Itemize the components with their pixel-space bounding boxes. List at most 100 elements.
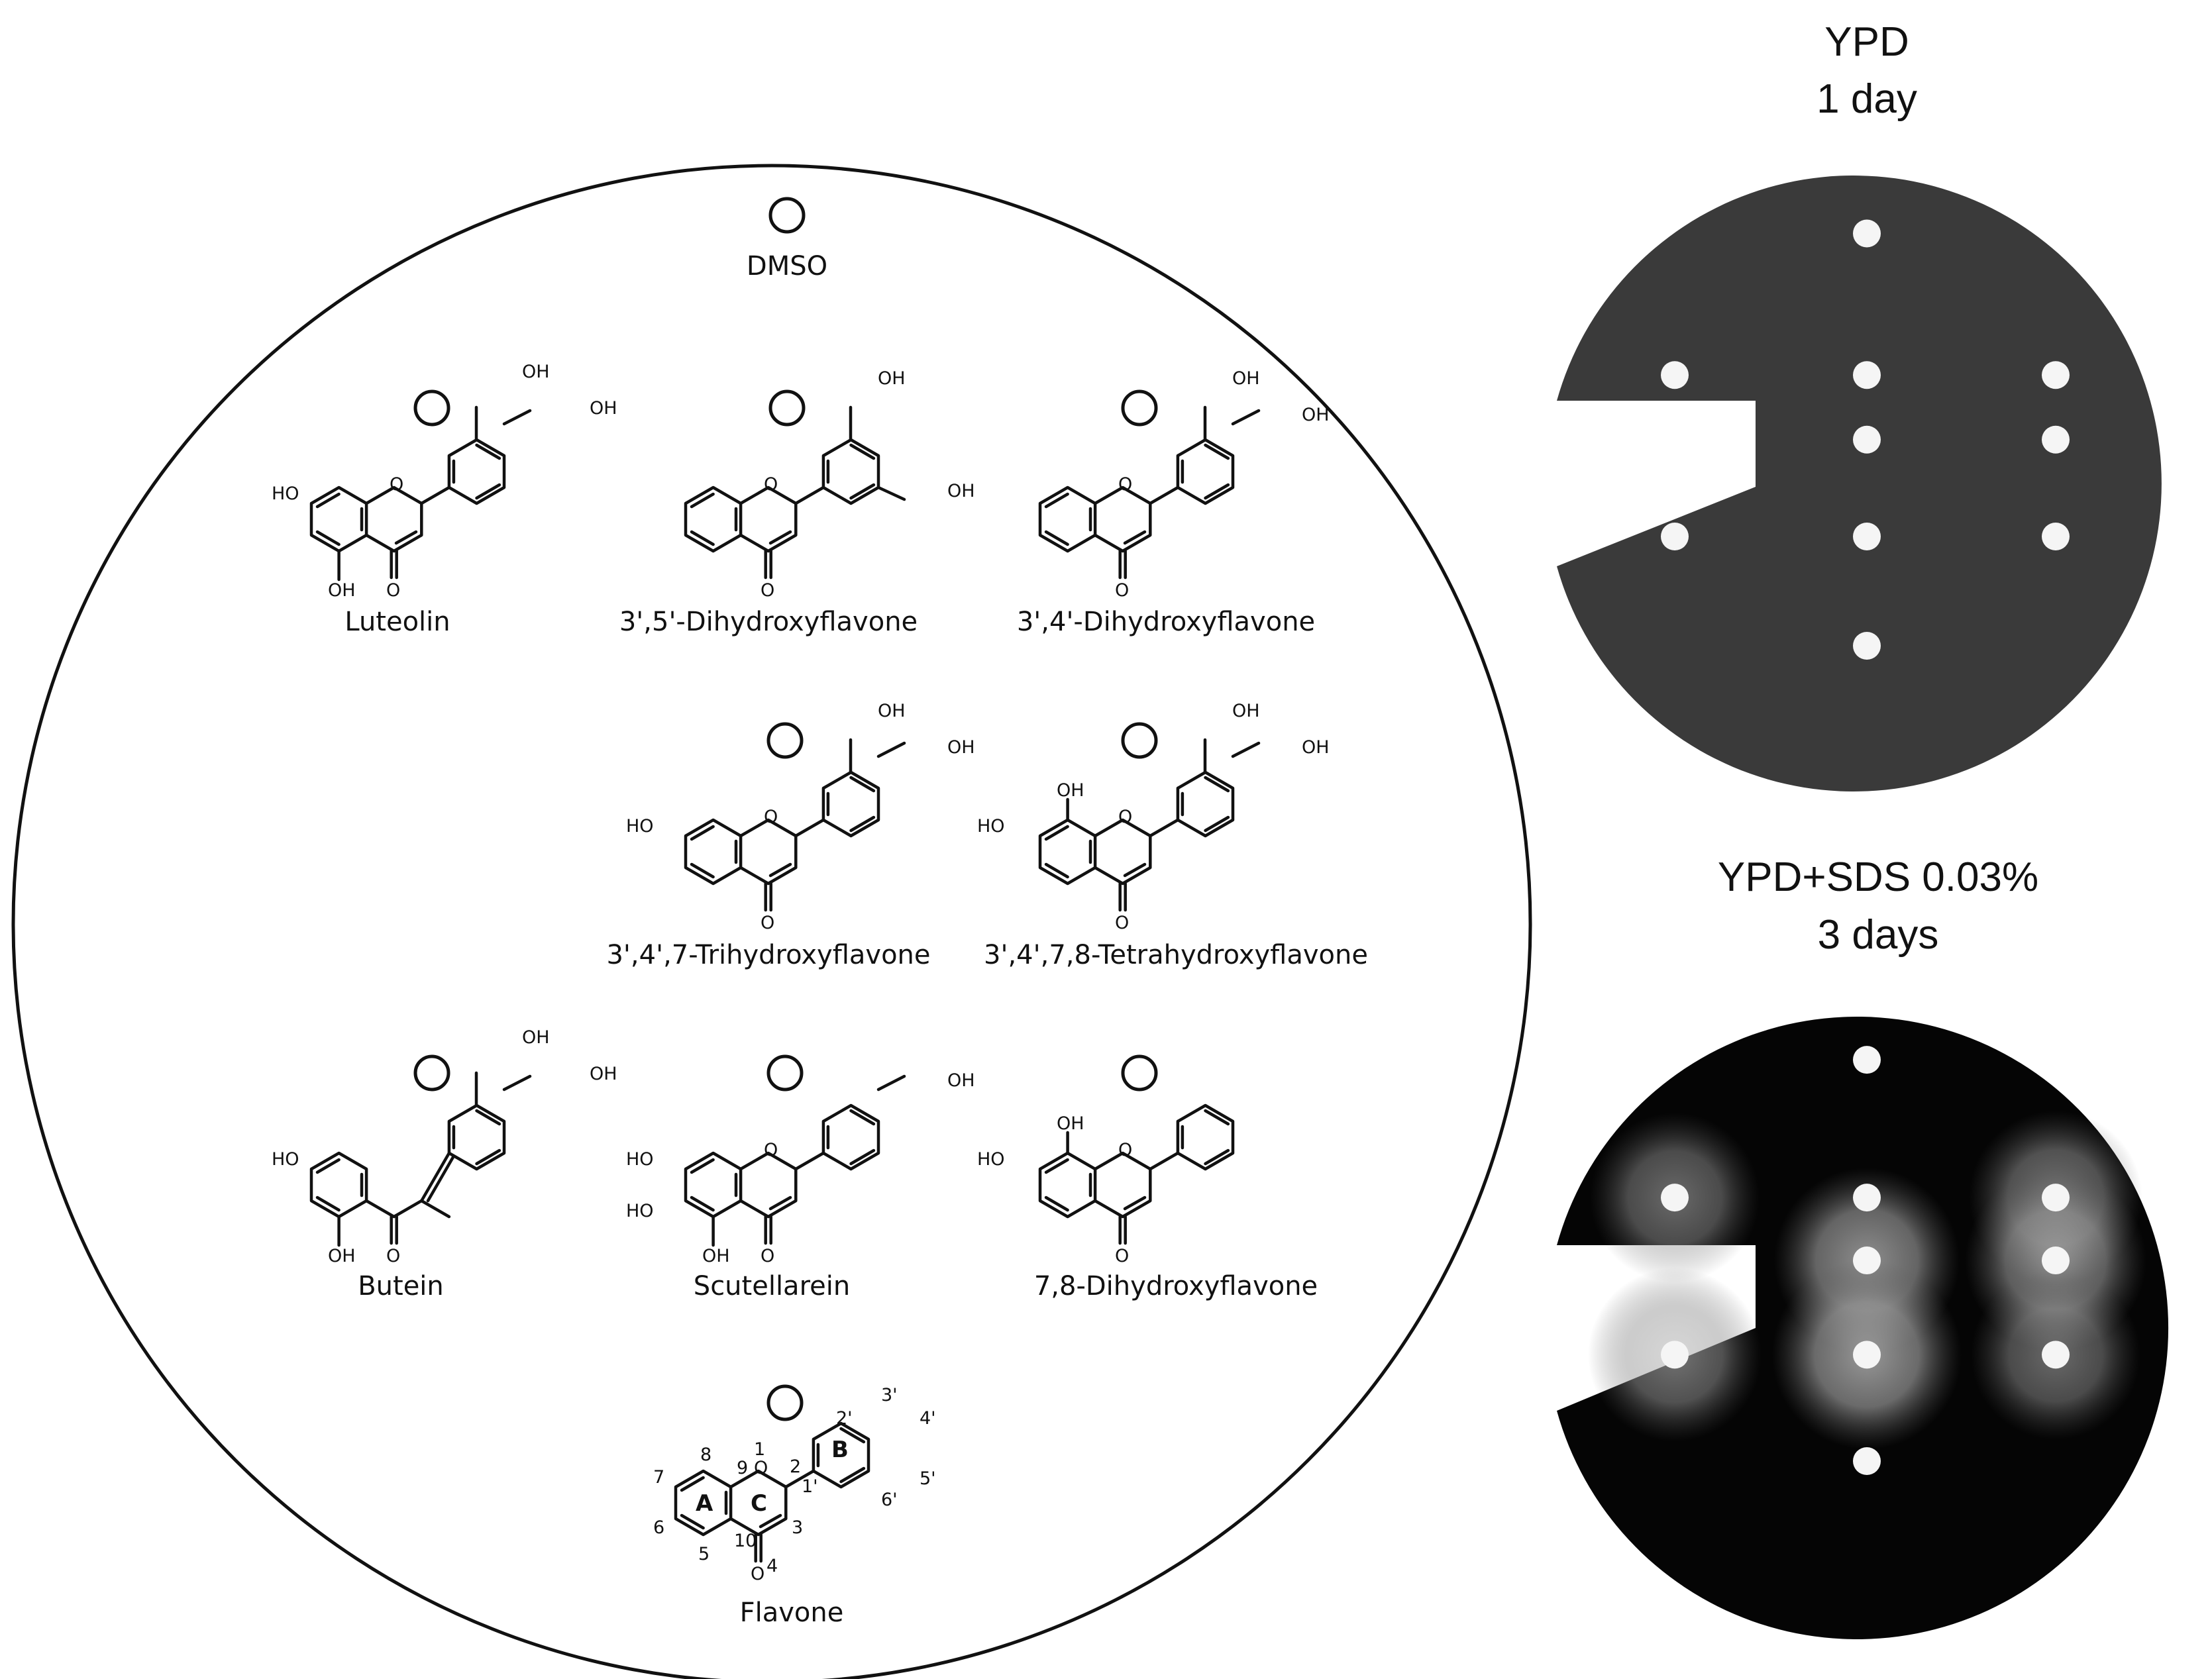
paper-disc	[1661, 1184, 1689, 1212]
svg-text:HO: HO	[626, 816, 654, 837]
svg-text:6: 6	[653, 1517, 664, 1538]
well-3478-tetrahydroxyflavone	[1121, 722, 1158, 759]
svg-text:O: O	[390, 474, 403, 495]
paper-disc	[2042, 1341, 2070, 1369]
svg-text:OH: OH	[702, 1246, 730, 1266]
svg-text:3: 3	[792, 1517, 803, 1538]
well-35-dihydroxyflavone	[768, 389, 806, 427]
svg-text:OH: OH	[328, 580, 356, 601]
paper-disc	[1853, 219, 1881, 248]
paper-disc	[1853, 1447, 1881, 1475]
paper-disc	[1853, 361, 1881, 389]
label-35-dihydroxyflavone: 3',5'-Dihydroxyflavone	[619, 607, 918, 637]
paper-disc	[1853, 1184, 1881, 1212]
well-butein	[413, 1054, 450, 1092]
plate-sds-3days	[1557, 1017, 2169, 1639]
svg-text:5: 5	[698, 1544, 710, 1564]
svg-text:2: 2	[790, 1456, 801, 1477]
svg-text:HO: HO	[272, 1149, 299, 1170]
label-butein: Butein	[358, 1271, 444, 1301]
compound-scutellarein: O HO HO OH O OH	[626, 1070, 975, 1266]
svg-text:3': 3'	[881, 1385, 898, 1405]
svg-text:8: 8	[700, 1445, 711, 1465]
paper-disc	[2042, 361, 2070, 389]
plate-ypd-1day	[1557, 176, 2162, 791]
svg-text:OH: OH	[1057, 780, 1084, 801]
compound-347-trihydroxyflavone: O HO O OH OH	[626, 701, 975, 933]
svg-text:7: 7	[653, 1467, 664, 1488]
paper-disc	[2042, 1247, 2070, 1275]
svg-text:O: O	[761, 580, 774, 601]
paper-disc	[2042, 425, 2070, 454]
svg-text:O: O	[751, 1564, 764, 1584]
ring-c-label: C	[751, 1490, 767, 1517]
svg-text:HO: HO	[626, 1149, 654, 1170]
label-scutellarein: Scutellarein	[694, 1271, 850, 1301]
paper-disc	[1853, 425, 1881, 454]
svg-text:OH: OH	[522, 1027, 550, 1048]
plate1-medium: YPD	[1824, 19, 1909, 65]
svg-text:O: O	[1118, 474, 1132, 495]
svg-text:HO: HO	[977, 1149, 1005, 1170]
svg-text:OH: OH	[947, 1070, 975, 1091]
svg-text:1': 1'	[802, 1476, 818, 1497]
svg-text:10: 10	[734, 1531, 757, 1551]
plate2-discs	[1661, 1046, 2070, 1475]
compound-butein: HO OH O OH OH	[272, 1027, 617, 1266]
svg-text:HO: HO	[272, 483, 299, 504]
svg-text:OH: OH	[1232, 368, 1260, 389]
svg-text:O: O	[1118, 1140, 1132, 1160]
plate1-agar	[1557, 176, 2162, 791]
svg-text:9: 9	[737, 1458, 748, 1478]
well-scutellarein	[766, 1054, 804, 1092]
paper-disc	[1661, 523, 1689, 550]
svg-text:OH: OH	[1057, 1113, 1084, 1134]
svg-text:O: O	[761, 913, 774, 933]
svg-text:OH: OH	[328, 1246, 356, 1266]
svg-text:6': 6'	[881, 1490, 898, 1510]
label-78-dihydroxyflavone: 7,8-Dihydroxyflavone	[1034, 1271, 1318, 1301]
label-34-dihydroxyflavone: 3',4'-Dihydroxyflavone	[1017, 607, 1315, 637]
svg-text:O: O	[1115, 580, 1129, 601]
svg-text:O: O	[1115, 1246, 1129, 1266]
svg-text:5': 5'	[920, 1468, 936, 1489]
svg-text:OH: OH	[1302, 737, 1330, 758]
svg-text:O: O	[754, 1458, 768, 1478]
well-34-dihydroxyflavone	[1121, 389, 1158, 427]
svg-text:O: O	[764, 474, 778, 495]
paper-disc	[1853, 1341, 1881, 1369]
paper-disc	[2042, 1184, 2070, 1212]
plate1-duration: 1 day	[1817, 76, 1917, 122]
well-luteolin	[413, 389, 450, 427]
compound-luteolin: O HO OH O OH OH	[272, 362, 617, 601]
schematic-plate-outline	[11, 164, 1532, 1679]
plate2-medium: YPD+SDS 0.03%	[1718, 854, 2038, 900]
ring-b-label: B	[831, 1437, 849, 1463]
label-3478-tetrahydroxyflavone: 3',4',7,8-Tetrahydroxyflavone	[984, 940, 1368, 970]
compound-3478-tetrahydroxyflavone: O HO OH O OH OH	[977, 701, 1330, 933]
ring-a-label: A	[696, 1490, 713, 1517]
svg-text:OH: OH	[1232, 701, 1260, 721]
svg-text:4': 4'	[920, 1408, 936, 1429]
well-dmso	[768, 197, 806, 234]
compound-78-dihydroxyflavone: O HO OH O	[977, 1105, 1233, 1266]
svg-text:2': 2'	[836, 1408, 853, 1429]
compound-flavone: O O A C B 1 2 3 4 5 6 7 8 9 10 1' 2' 3' …	[653, 1385, 936, 1584]
svg-text:OH: OH	[590, 1064, 617, 1084]
dmso-label: DMSO	[747, 251, 827, 281]
svg-text:OH: OH	[590, 398, 617, 419]
label-347-trihydroxyflavone: 3',4',7-Trihydroxyflavone	[606, 940, 930, 970]
svg-text:O: O	[764, 807, 778, 827]
label-flavone: Flavone	[740, 1598, 844, 1628]
svg-text:O: O	[386, 1246, 400, 1266]
compound-35-dihydroxyflavone: O O OH OH	[686, 368, 975, 601]
svg-text:O: O	[1118, 807, 1132, 827]
well-347-trihydroxyflavone	[766, 722, 804, 759]
paper-disc	[1661, 1341, 1689, 1369]
paper-disc	[1853, 632, 1881, 660]
paper-disc	[1853, 1046, 1881, 1074]
svg-text:4: 4	[766, 1556, 778, 1576]
svg-text:OH: OH	[522, 362, 550, 382]
svg-text:OH: OH	[878, 701, 906, 721]
